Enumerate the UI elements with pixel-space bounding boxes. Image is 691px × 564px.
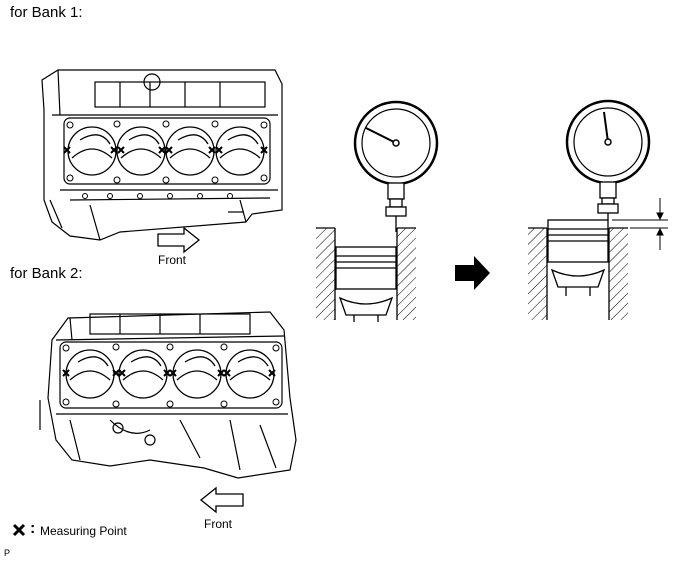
legend-colon: : xyxy=(30,520,36,537)
bank2-heading: for Bank 2: xyxy=(10,265,83,282)
bank1-bore-4 xyxy=(215,126,265,176)
bank1-bore-3 xyxy=(165,126,215,176)
protrusion-dimension xyxy=(612,198,668,250)
bank2-bore-1 xyxy=(65,349,115,399)
front-label-bottom: Front xyxy=(204,517,233,531)
bank2-bore-2 xyxy=(118,349,168,399)
bank2-bore-3 xyxy=(172,349,222,399)
legend-text: Measuring Point xyxy=(40,524,127,538)
bank1-bore-1 xyxy=(67,126,117,176)
front-label-top: Front xyxy=(158,253,187,267)
cylinder-left xyxy=(316,227,416,322)
bank2-bore-4 xyxy=(225,349,275,399)
bank1-heading: for Bank 1: xyxy=(10,4,83,21)
corner-code: P xyxy=(4,548,11,558)
measuring-point-x-icon xyxy=(12,523,26,537)
cylinder-right xyxy=(528,219,628,320)
dial-gauge-icon xyxy=(353,100,439,232)
process-arrow-icon xyxy=(455,256,490,290)
front-arrow-left-icon xyxy=(199,486,244,514)
dial-gauge-right xyxy=(565,99,651,220)
bank1-bore-2 xyxy=(116,126,166,176)
bank2-engine-block xyxy=(39,311,297,479)
bank1-bolt-holes xyxy=(66,120,268,199)
bank2-bolt-holes xyxy=(62,343,280,408)
front-arrow-right-icon xyxy=(157,226,201,254)
